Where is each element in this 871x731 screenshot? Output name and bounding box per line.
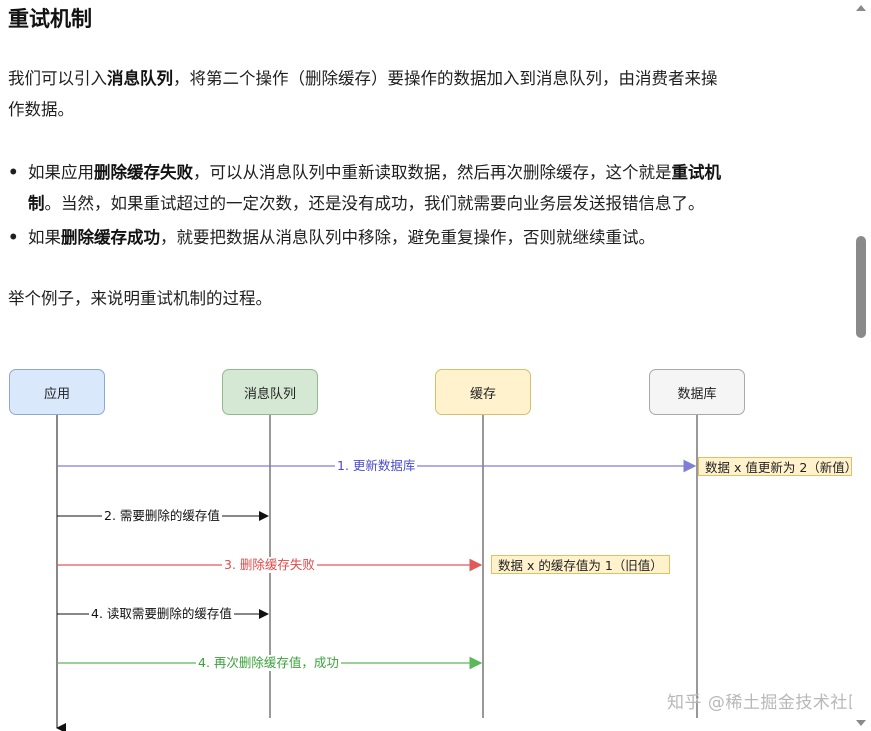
intro-text-cont: ，将第二个操作（删除缓存）要操作的数据加入到消息队列，由消费者来操 [173, 69, 718, 88]
intro-bold-text: 消息队列 [107, 69, 173, 88]
sequence-diagram: 应用 消息队列 缓存 数据库 1. 更新数据库 2. 需要删除的缓存值 3. 删… [0, 358, 852, 731]
note-db-value: 数据 x 值更新为 2（新值） [698, 457, 852, 476]
bullet-text: ，可以从消息队列中重新读取数据，然后再次删除缓存，这个就是 [193, 163, 672, 182]
bullet-text: 如果 [28, 228, 61, 247]
message-read-mq: 4. 读取需要删除的缓存值 [89, 606, 234, 622]
message-delete-success: 4. 再次删除缓存值，成功 [196, 655, 341, 671]
bullet-text: 。当然，如果重试超过的一定次数，还是没有成功，我们就需要向业务层发送报错信息了。 [44, 194, 705, 213]
bullet-item-success: • 如果删除缓存成功，就要把数据从消息队列中移除，避免重复操作，否则就继续重试。 [8, 222, 852, 253]
bullet-text: ，就要把数据从消息队列中移除，避免重复操作，否则就继续重试。 [160, 228, 655, 247]
note-cache-value: 数据 x 的缓存值为 1（旧值） [491, 555, 670, 574]
intro-text-line2: 作数据。 [8, 100, 74, 119]
participant-mq: 消息队列 [222, 369, 318, 415]
intro-paragraph: 我们可以引入消息队列，将第二个操作（删除缓存）要操作的数据加入到消息队列，由消费… [8, 63, 852, 125]
bullet-bold-text: 删除缓存成功 [61, 228, 160, 247]
bullet-bold-text: 重试机 [671, 163, 722, 182]
section-heading: 重试机制 [8, 7, 92, 31]
intro-text: 我们可以引入 [8, 69, 107, 88]
watermark-text: 知乎 @稀土掘金技术社区 [667, 693, 852, 713]
message-update-db: 1. 更新数据库 [335, 458, 418, 474]
bullet-bold-text: 制 [28, 194, 45, 213]
bullet-text: 如果应用 [28, 163, 94, 182]
message-delete-fail: 3. 删除缓存失败 [222, 557, 317, 573]
bullet-dot: • [8, 228, 19, 247]
scrollbar-thumb[interactable] [856, 236, 866, 338]
message-need-delete: 2. 需要删除的缓存值 [102, 508, 222, 524]
bullet-dot: • [8, 163, 19, 182]
bullet-item-fail: • 如果应用删除缓存失败，可以从消息队列中重新读取数据，然后再次删除缓存，这个就… [8, 157, 852, 219]
scroll-up-arrow-icon[interactable] [856, 5, 866, 11]
participant-app: 应用 [9, 369, 105, 415]
participant-db: 数据库 [649, 369, 745, 415]
scroll-down-arrow-icon[interactable] [856, 720, 866, 726]
participant-cache: 缓存 [435, 369, 531, 415]
example-paragraph: 举个例子，来说明重试机制的过程。 [8, 289, 272, 308]
page-scrollbar[interactable] [852, 0, 871, 731]
bullet-bold-text: 删除缓存失败 [94, 163, 193, 182]
article-body: 重试机制 我们可以引入消息队列，将第二个操作（删除缓存）要操作的数据加入到消息队… [0, 7, 852, 731]
